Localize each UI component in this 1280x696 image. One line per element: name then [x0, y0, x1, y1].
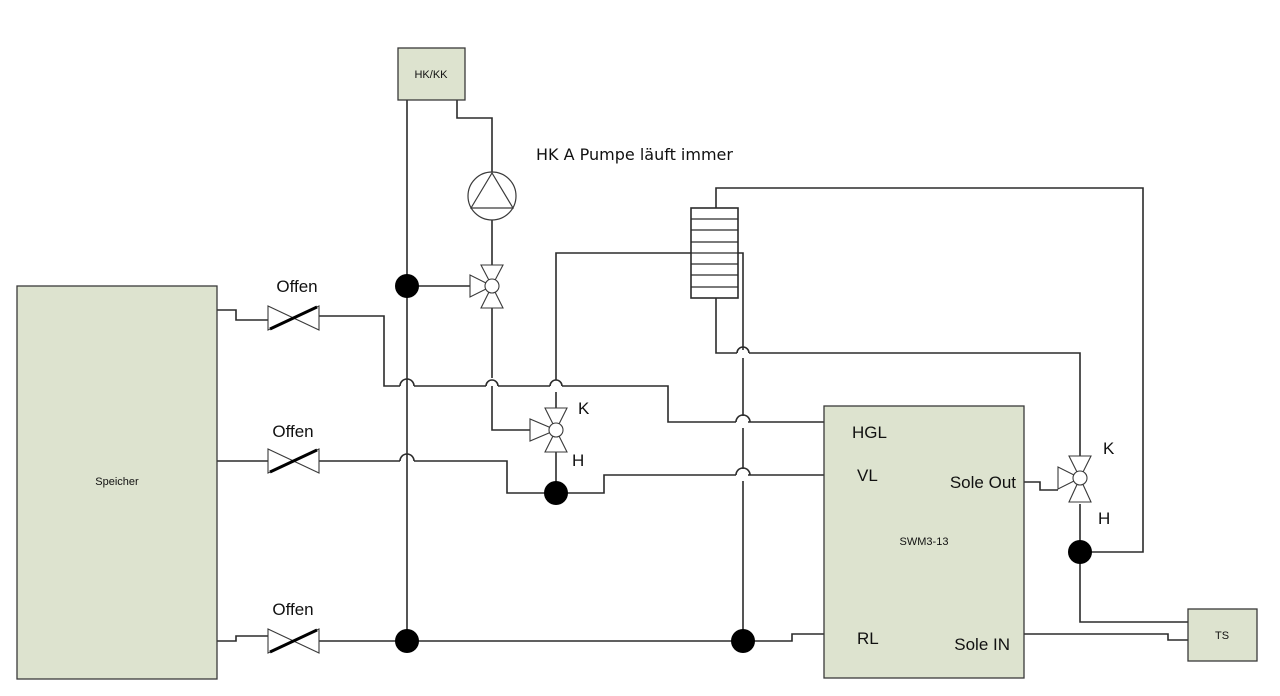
crossover-hop	[736, 346, 750, 354]
storage-tank-label: Speicher	[95, 476, 139, 488]
pipe-buffer-to-far-right	[715, 187, 1144, 553]
shutoff-valve-top-label: Offen	[276, 277, 317, 296]
heating-circuit-box: HK/KK	[397, 47, 466, 101]
junction-dot	[731, 629, 755, 653]
pipe-hk-to-pump	[456, 100, 493, 172]
junction-dot	[544, 481, 568, 505]
center-valve-h-label: H	[572, 451, 584, 470]
source-unit-label: TS	[1215, 630, 1229, 642]
three-way-valve-center-icon	[529, 407, 568, 453]
pipe-tank-bottom	[217, 635, 268, 642]
shutoff-valve-bottom-label: Offen	[272, 600, 313, 619]
junction-dot	[395, 629, 419, 653]
crossover-hop	[485, 379, 499, 387]
heating-circuit-label: HK/KK	[414, 69, 448, 81]
shutoff-valve-bottom-icon	[267, 628, 320, 654]
pipe-top-to-hgl	[319, 315, 824, 423]
pipe-junctions	[395, 274, 1092, 653]
right-valve-k-label: K	[1103, 439, 1115, 458]
buffer-heat-exchanger	[690, 207, 739, 299]
pipe-junction-to-vl	[556, 474, 824, 494]
pipe-sole-out	[1024, 481, 1058, 491]
pipe-network	[217, 100, 1188, 642]
shutoff-valve-middle-label: Offen	[272, 422, 313, 441]
three-way-valve-right-icon	[1057, 455, 1092, 503]
three-way-valve-upper-icon	[469, 264, 504, 309]
pipe-sole-in-to-ts	[1024, 633, 1188, 641]
storage-tank: Speicher	[16, 285, 218, 680]
crossover-hop	[399, 378, 415, 387]
crossover-hop	[399, 453, 415, 462]
shutoff-valve-middle-icon	[267, 448, 320, 474]
crossover-hop	[735, 414, 751, 423]
pipe-crossovers	[399, 346, 751, 476]
port-rl-label: RL	[857, 629, 879, 648]
heat-pump-box: SWM3-13 HGL VL RL Sole Out Sole IN	[823, 405, 1025, 679]
pipe-tank-top	[217, 309, 268, 321]
pipe-buffer-to-riser	[738, 252, 744, 300]
crossover-hop	[549, 379, 563, 387]
pipe-center-valve-to-buffer	[555, 252, 691, 408]
port-sole-out-label: Sole Out	[950, 473, 1016, 492]
right-valve-h-label: H	[1098, 509, 1110, 528]
pipe-junction-to-ts	[1079, 552, 1188, 623]
shutoff-valve-top-icon	[267, 305, 320, 331]
circulation-pump-icon	[467, 171, 517, 221]
crossover-hop	[735, 467, 751, 476]
center-valve-k-label: K	[578, 399, 590, 418]
junction-dot	[395, 274, 419, 298]
port-vl-label: VL	[857, 466, 878, 485]
pipe-buffer-to-right-valve	[715, 298, 1081, 456]
pipe-bottom-to-rl	[319, 633, 824, 642]
pipe-upper-to-center-valve	[491, 308, 530, 431]
source-unit-box: TS	[1187, 608, 1258, 662]
port-hgl-label: HGL	[852, 423, 887, 442]
pipe-middle-to-junction	[319, 460, 556, 494]
pump-note: HK A Pumpe läuft immer	[536, 145, 733, 164]
heat-pump-label: SWM3-13	[900, 536, 949, 548]
port-sole-in-label: Sole IN	[954, 635, 1010, 654]
junction-dot	[1068, 540, 1092, 564]
